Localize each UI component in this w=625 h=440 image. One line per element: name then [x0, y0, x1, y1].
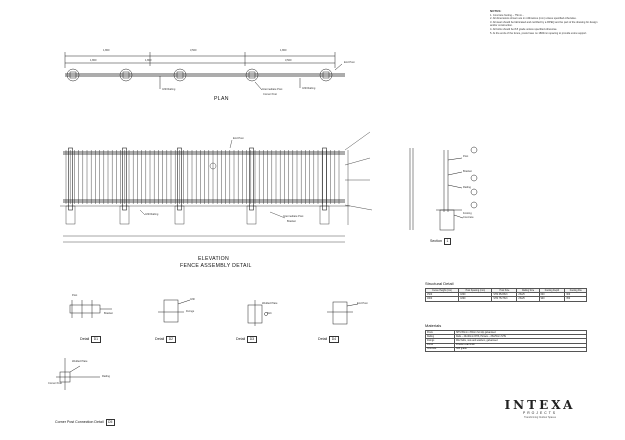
table-cell: 25x25: [516, 296, 540, 302]
corner-detail-label: Corner Post: [48, 382, 62, 385]
note-item: 5. At the ends of the fence, posts have …: [490, 31, 587, 35]
plan-label: Corner Post: [263, 93, 277, 96]
elevation-label: End Post: [233, 137, 244, 140]
fence-post: [249, 147, 254, 211]
plan-dim: 1,800: [90, 59, 97, 62]
detail-id: D4: [329, 336, 339, 343]
fence-post: [68, 147, 73, 211]
materials-title: Materials: [425, 323, 442, 328]
note-item: 1. Concrete footing – 75mm...: [490, 13, 525, 17]
detail-title: Detail: [155, 337, 165, 342]
detail-id: D3: [247, 336, 257, 343]
detail-tag-d2: Detail D2: [155, 336, 176, 343]
table-cell: 900: [538, 296, 566, 302]
detail-label: Bolt: [267, 312, 272, 315]
fence-post: [122, 147, 127, 211]
section-label: Footing: [463, 212, 472, 215]
table-cell: SHS 75x75x3: [491, 296, 518, 302]
detail-title: Detail: [80, 337, 90, 342]
plan-dim: 3,500: [190, 49, 197, 52]
table-cell: 350: [564, 296, 587, 302]
fence-post: [177, 147, 182, 211]
table-cell: Concrete: [425, 346, 455, 352]
plan-dim: 1,800: [103, 49, 110, 52]
elevation-label: Intermediate Post: [283, 215, 304, 218]
detail-tag-d3: Detail D3: [236, 336, 257, 343]
plan-label: End Post: [344, 61, 355, 64]
elevation-label: Bracket: [287, 220, 296, 223]
brand-logo: INTEXA PROJECTS Transforming Outdoor Spa…: [500, 398, 580, 419]
table-cell: 1800: [458, 296, 493, 302]
section-number: 1: [444, 238, 451, 245]
plan-dim: 1,800: [280, 49, 287, 52]
brand-tagline: Transforming Outdoor Spaces: [524, 416, 556, 419]
corner-detail-id: D5: [105, 419, 115, 426]
table-row: 1800 1800 SHS 75x75x3 25x25 900 350: [424, 296, 587, 302]
section-title: Section: [430, 239, 442, 244]
section-label: Railing: [463, 186, 471, 189]
detail-title: Detail: [318, 337, 328, 342]
detail-label: Infill: [190, 298, 195, 301]
plan-dim: 3,500: [285, 59, 292, 62]
materials-table: Posts SHS 65mm x 65mm hot dip galvanised…: [425, 329, 587, 352]
brand-name: INTEXA: [504, 398, 576, 412]
plan-label: Infill Railing: [162, 88, 176, 91]
plan-label: Infill Railing: [302, 87, 316, 90]
detail-id: D2: [166, 336, 176, 343]
corner-detail-label: Railing: [102, 375, 110, 378]
detail-tag-d4: Detail D4: [318, 336, 339, 343]
note-item: 2. All dimensions shown are in millimetr…: [490, 17, 577, 21]
detail-tag-d1: Detail D1: [80, 336, 101, 343]
table-cell: 1800: [424, 296, 460, 302]
note-item: 3. All steel should be fabricated and ce…: [490, 20, 598, 28]
detail-label: End Post: [357, 302, 368, 305]
note-item: 4. All bolts should be 8.8 grade unless …: [490, 27, 558, 31]
plan-label: Intermediate Post: [262, 88, 283, 91]
brand-subname: PROJECTS: [522, 411, 558, 415]
detail-title: Detail: [236, 337, 246, 342]
detail-label: Fixings: [186, 310, 195, 313]
table-cell: N25 grade: [454, 346, 587, 352]
elevation-subtitle: FENCE ASSEMBLY DETAIL: [180, 263, 252, 269]
corner-detail-label: Welded Plate: [72, 360, 88, 363]
section-tag: Section 1: [430, 238, 451, 245]
detail-id: D1: [91, 336, 101, 343]
elevation-label: Infill Railing: [145, 213, 159, 216]
corner-detail-title: Corner Post Connection Detail: [55, 420, 104, 425]
section-label: Post: [463, 155, 469, 158]
detail-label: Post: [72, 294, 78, 297]
section-label: Concrete: [463, 216, 474, 219]
structural-title: Structural Detail: [425, 281, 454, 286]
fence-post: [322, 147, 327, 211]
table-row: Concrete N25 grade: [425, 346, 587, 352]
elevation-title: ELEVATION: [198, 256, 230, 262]
plan-dim: 1,800: [145, 59, 152, 62]
detail-label: Bracket: [104, 312, 113, 315]
corner-detail-tag: Corner Post Connection Detail D5: [55, 419, 115, 426]
notes-block: NOTES: 1. Concrete footing – 75mm... 2. …: [490, 9, 605, 35]
structural-table: Fence Height (mm) Post Spacing (mm) Post…: [424, 287, 587, 302]
detail-label: Welded Plate: [262, 302, 278, 305]
notes-heading: NOTES:: [490, 9, 502, 13]
section-label: Bracket: [463, 170, 472, 173]
plan-title: PLAN: [214, 96, 229, 102]
